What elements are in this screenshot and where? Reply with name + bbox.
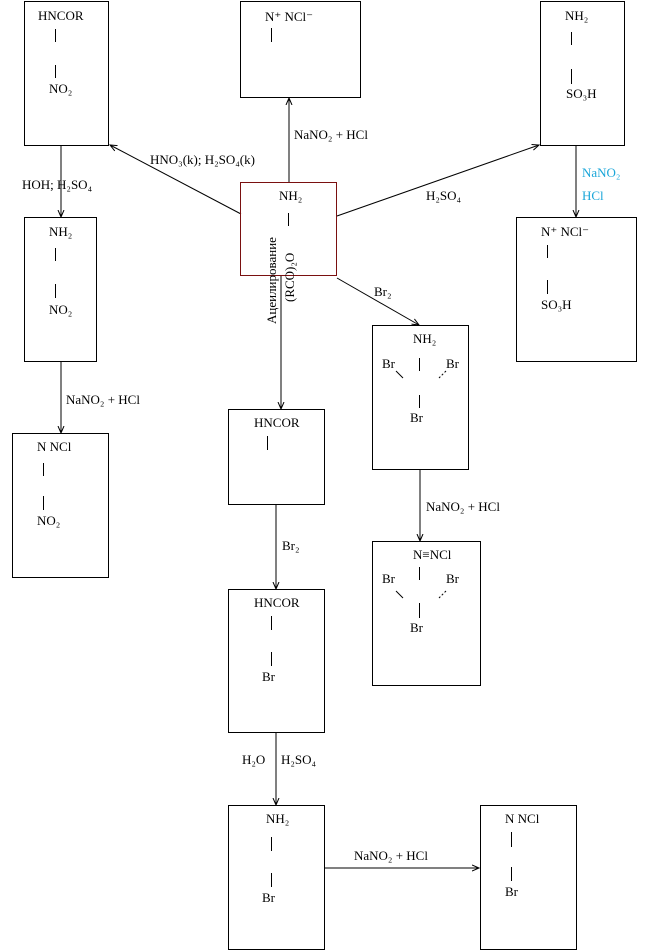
- bond-br-right-1: [438, 370, 447, 379]
- compound-sulfanilic-acid: [540, 1, 625, 146]
- bond: [43, 496, 44, 510]
- compound-acetanilide: [228, 409, 325, 505]
- bond: [419, 395, 420, 408]
- reagent-bromination-acetanilide: Br₂: [282, 538, 300, 553]
- compound-diazonium-bromo: [480, 805, 577, 950]
- compound-bromoaniline: [228, 805, 325, 950]
- arrow-sulfonation: [336, 145, 539, 217]
- reagent-nitration: HNO₃(k); H₂SO₄(k): [150, 152, 255, 167]
- tribromo-diazonium-top: N≡NCl: [413, 547, 452, 562]
- bond: [55, 65, 56, 78]
- bond: [547, 245, 548, 258]
- diazonium-nitro-top: N NCl: [37, 439, 72, 454]
- reagent-diazotization-nitro: NaNO₂ + HCl: [66, 392, 140, 407]
- reagent-hydrolysis-nitro: HOH; H₂SO₄: [22, 177, 93, 192]
- compound-bromo-acetanilide: [228, 589, 325, 733]
- bond: [271, 616, 272, 630]
- nitroaniline-top: NH₂: [49, 224, 73, 239]
- tribromo-diazonium-left: Br: [382, 571, 395, 586]
- bond: [511, 867, 512, 881]
- acetanilide-top: HNCOR: [254, 415, 300, 430]
- aniline-top: NH₂: [279, 188, 303, 203]
- bond: [288, 213, 289, 226]
- bond: [547, 280, 548, 294]
- reagent-hydrolysis-bromo-1: H₂O: [242, 752, 266, 767]
- bond: [419, 358, 420, 371]
- reagent-sulfonation: H₂SO₄: [426, 188, 462, 203]
- bond: [511, 832, 512, 847]
- bond: [271, 28, 272, 42]
- bond: [55, 248, 56, 261]
- reagent-diazotization-sulfo-2: HCl: [582, 188, 604, 203]
- sulfanilic-acid-bottom: SO₃H: [566, 86, 597, 101]
- tribromoaniline-bottom: Br: [410, 410, 423, 425]
- diazonium-sulfo-bottom: SO₃H: [541, 297, 572, 312]
- compound-nitroaniline: [24, 217, 97, 362]
- bond: [571, 32, 572, 45]
- reagent-hydrolysis-bromo-2: H₂SO₄: [281, 752, 317, 767]
- bond: [267, 436, 268, 450]
- bond: [271, 873, 272, 887]
- bond: [419, 603, 420, 618]
- compound-diazonium-nitro: [12, 433, 109, 578]
- tribromo-diazonium-right: Br: [446, 571, 459, 586]
- acylation-label: Ацеилирование: [264, 237, 279, 324]
- tribromoaniline-left: Br: [382, 356, 395, 371]
- tribromoaniline-top: NH₂: [413, 331, 437, 346]
- diazonium-top-formula: N⁺ NCl⁻: [265, 9, 314, 24]
- bond: [271, 652, 272, 666]
- bond-br-left-2: [395, 590, 404, 599]
- tribromo-diazonium-bottom: Br: [410, 620, 423, 635]
- nitro-acetanilide-top: HNCOR: [38, 8, 84, 23]
- bond: [419, 567, 420, 580]
- compound-nitro-acetanilide: [24, 1, 109, 146]
- diazonium-bromo-top: N NCl: [505, 811, 540, 826]
- acylation-reagent: (RCO)₂O: [282, 252, 297, 302]
- compound-diazonium-sulfo: [516, 217, 637, 362]
- reagent-diazotization-bromo: NaNO₂ + HCl: [354, 848, 428, 863]
- bond: [571, 69, 572, 84]
- bromo-acetanilide-bottom: Br: [262, 669, 275, 684]
- compound-tribromoaniline: [372, 325, 469, 470]
- arrow-nitration: [110, 145, 242, 215]
- reagent-diazotization-sulfo-1: NaNO₂: [582, 165, 621, 180]
- bromoaniline-bottom: Br: [262, 890, 275, 905]
- bond: [43, 463, 44, 476]
- bond: [55, 29, 56, 42]
- reagent-bromination-direct: Br₂: [374, 284, 392, 299]
- diazonium-sulfo-top: N⁺ NCl⁻: [541, 224, 590, 239]
- compound-aniline: [240, 182, 337, 276]
- tribromoaniline-right: Br: [446, 356, 459, 371]
- compound-tribromo-diazonium: [372, 541, 481, 686]
- sulfanilic-acid-top: NH₂: [565, 8, 589, 23]
- bromoaniline-top: NH₂: [266, 811, 290, 826]
- reagent-diazotization-top: NaNO₂ + HCl: [294, 127, 368, 142]
- bond-br-left-1: [395, 370, 404, 379]
- diazonium-bromo-bottom: Br: [505, 884, 518, 899]
- nitro-acetanilide-bottom: NO₂: [49, 81, 73, 96]
- bond: [55, 284, 56, 298]
- nitroaniline-bottom: NO₂: [49, 302, 73, 317]
- bond: [271, 837, 272, 851]
- reagent-diazotization-tribromo: NaNO₂ + HCl: [426, 499, 500, 514]
- compound-diazonium-top: [240, 1, 361, 98]
- bond-br-right-2: [438, 590, 447, 599]
- arrow-bromination-direct: [336, 277, 419, 325]
- diazonium-nitro-bottom: NO₂: [37, 513, 61, 528]
- bromo-acetanilide-top: HNCOR: [254, 595, 300, 610]
